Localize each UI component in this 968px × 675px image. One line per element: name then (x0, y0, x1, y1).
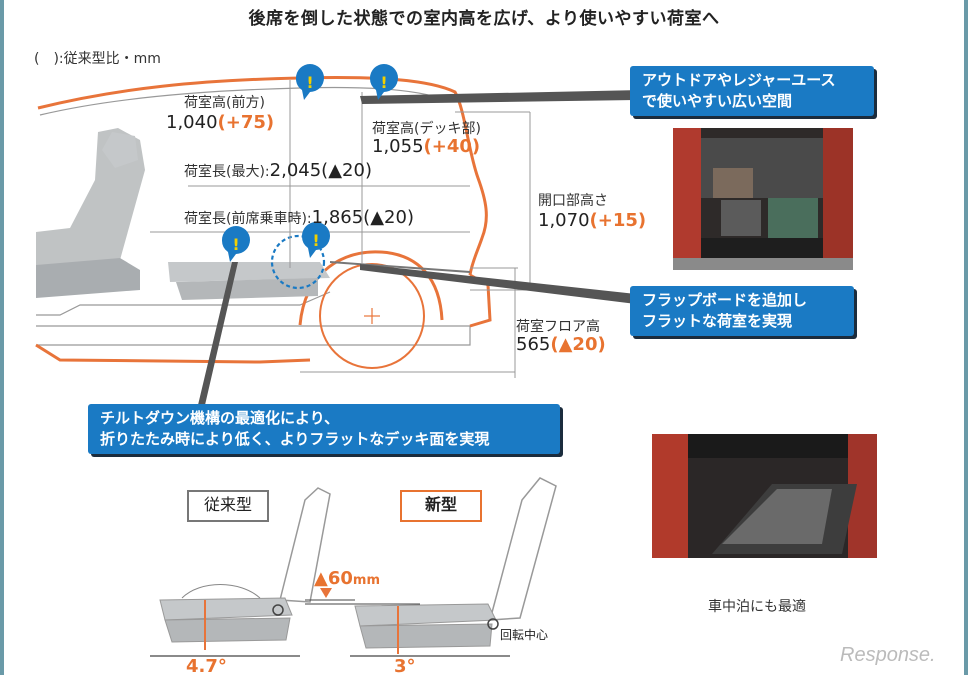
svg-text:!: ! (232, 235, 239, 254)
cargo-length-front-seat: 荷室長(前席乗車時):1,865(▲20) (184, 207, 414, 228)
cargo-photo (673, 128, 853, 270)
car-sleep-caption: 車中泊にも最適 (708, 599, 806, 615)
drop-arrow-icon (320, 588, 332, 598)
page-title: 後席を倒した状態での室内高を広げ、より使いやすい荷室へ (248, 9, 720, 29)
opening-height-label: 開口部高さ (538, 193, 608, 209)
flapboard-pointer (360, 264, 636, 304)
right-edge-bar (964, 0, 968, 675)
svg-text:!: ! (306, 73, 313, 92)
headliner-line (39, 86, 446, 116)
floor-line (36, 325, 471, 346)
alert-icon: ! (369, 64, 398, 100)
svg-text:!: ! (312, 231, 319, 250)
legend-note: ( ):従来型比・mm (34, 51, 161, 67)
cargo-height-deck-label: 荷室高(デッキ部) (372, 121, 481, 137)
front-headrest (102, 132, 138, 168)
old-seat-diagram (150, 487, 331, 657)
cargo-floor-height-value: 565(▲20) (516, 334, 606, 355)
alert-icon: ! (301, 222, 330, 258)
old-angle: 4.7° (186, 656, 227, 675)
new-model-label: 新型 (400, 490, 482, 522)
tilt-highlight-ellipse (270, 234, 326, 290)
watermark-logo: Response. (840, 644, 936, 666)
cargo-height-front-value: 1,040(+75) (166, 112, 275, 133)
front-seat-cushion (36, 258, 140, 298)
old-model-label: 従来型 (187, 490, 269, 522)
underbody-outline (35, 343, 311, 364)
wheel-arch (298, 250, 444, 326)
outdoor-pointer (360, 90, 640, 104)
cargo-length-max: 荷室長(最大):2,045(▲20) (184, 160, 372, 181)
new-angle: 3° (394, 656, 416, 675)
car-sleep-photo (652, 434, 877, 558)
alert-icon: ! (221, 226, 250, 262)
pivot-label: 回転中心 (500, 628, 549, 642)
cargo-height-front-label: 荷室高(前方) (184, 95, 265, 111)
alert-icon: ! (295, 64, 324, 100)
flap-board (329, 261, 471, 273)
left-edge-bar (0, 0, 4, 675)
new-seat-diagram (305, 477, 557, 657)
cargo-height-deck-value: 1,055(+40) (372, 136, 481, 157)
drop-amount: ▲60mm (314, 568, 380, 589)
tiltdown-callout: チルトダウン機構の最適化により、折りたたみ時により低く、よりフラットなデッキ面を… (88, 404, 560, 454)
roof-outline (37, 76, 488, 276)
cargo-floor-height-label: 荷室フロア高 (516, 319, 600, 335)
tiltdown-pointer (198, 262, 238, 405)
opening-height-value: 1,070(+15) (538, 210, 647, 231)
flapboard-callout: フラップボードを追加しフラットな荷室を実現 (630, 286, 854, 336)
svg-text:!: ! (380, 73, 387, 92)
outdoor-callout: アウトドアやレジャーユースで使いやすい広い空間 (630, 66, 874, 116)
